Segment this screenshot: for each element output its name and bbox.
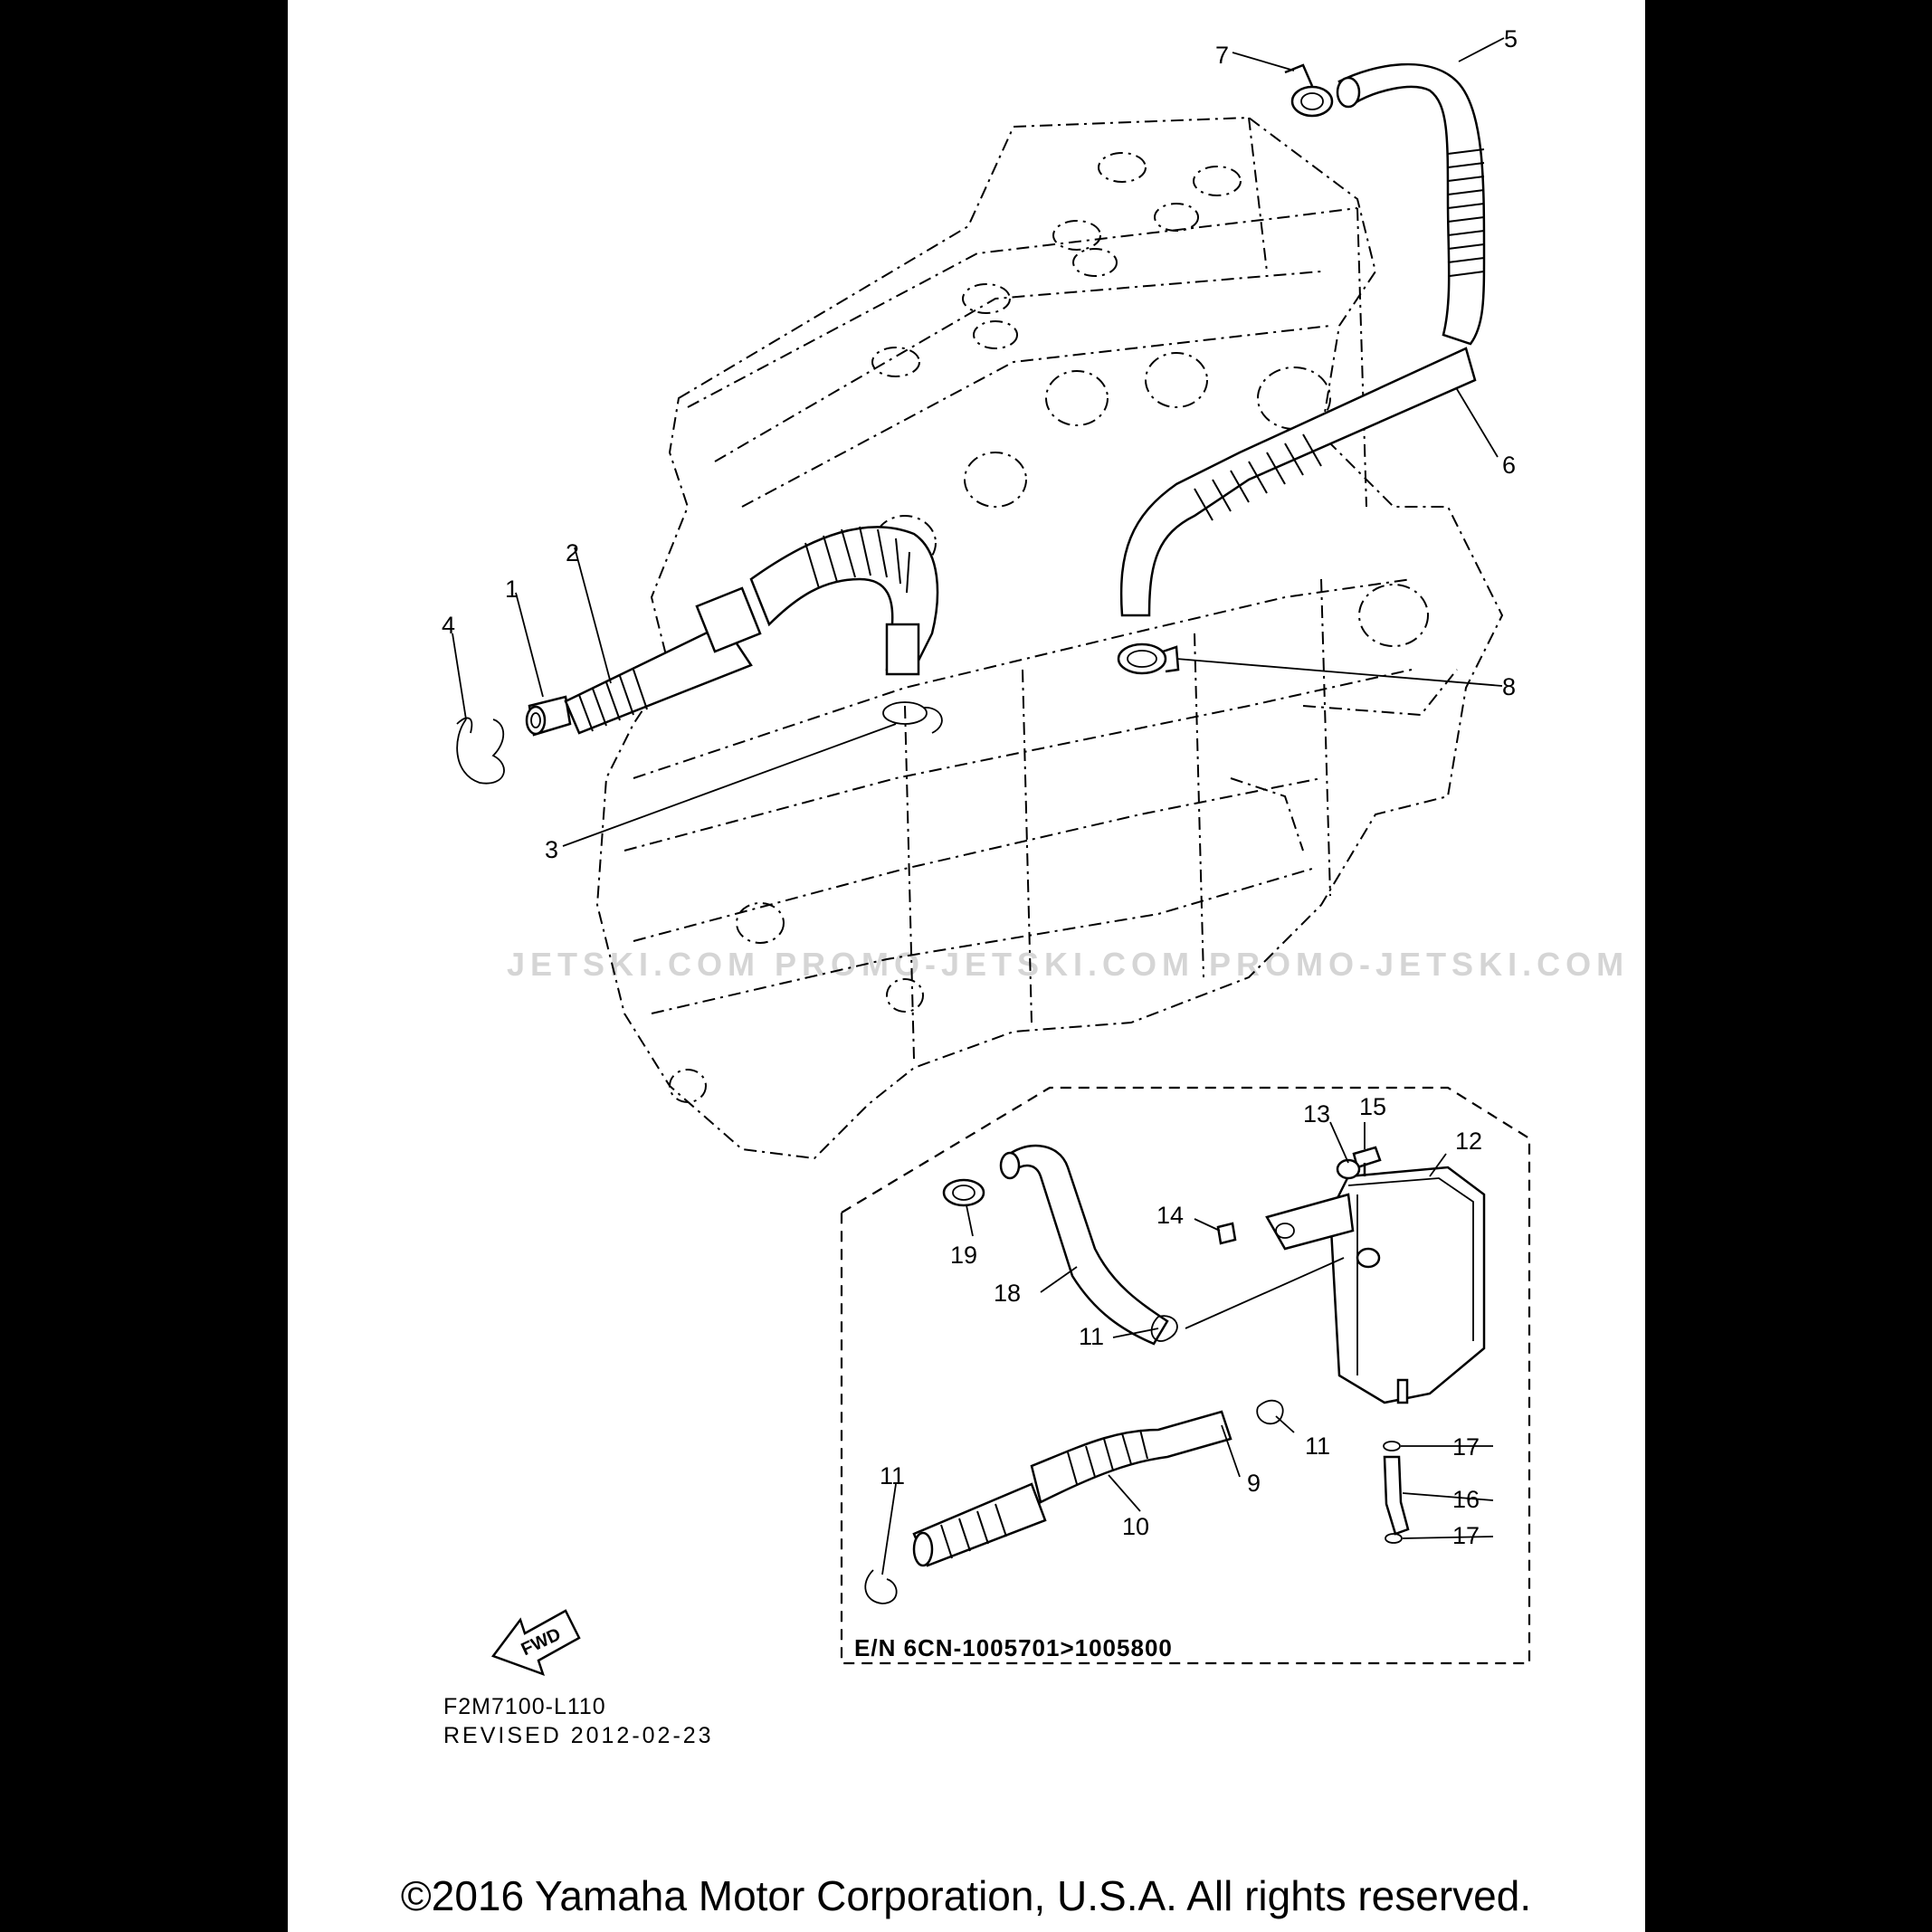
fitting bbox=[1356, 1247, 1409, 1404]
callout-10: 10 bbox=[1122, 1513, 1149, 1540]
callout-6: 6 bbox=[1502, 452, 1516, 479]
bracket bbox=[1265, 1193, 1355, 1251]
callout-8: 8 bbox=[1502, 673, 1516, 700]
callout-4: 4 bbox=[442, 612, 455, 639]
engine-block bbox=[595, 116, 1504, 1160]
grommet-13 bbox=[1336, 1158, 1361, 1180]
callout-5: 5 bbox=[1504, 25, 1518, 52]
fwd-arrow-icon bbox=[490, 1609, 581, 1677]
subassembly-label: E/N 6CN-1005701>1005800 bbox=[854, 1634, 1173, 1661]
hose-16 bbox=[1383, 1455, 1410, 1536]
hose-18 bbox=[999, 1144, 1169, 1346]
clip-4 bbox=[456, 717, 505, 785]
oil-tank-12 bbox=[1328, 1166, 1486, 1404]
copyright-text: ©2016 Yamaha Motor Corporation, U.S.A. A… bbox=[400, 1872, 1532, 1919]
hose-9 bbox=[1030, 1410, 1232, 1504]
callout-17-b: 17 bbox=[1452, 1522, 1480, 1549]
hose-1 bbox=[525, 695, 572, 737]
hose-6 bbox=[1119, 347, 1477, 617]
drawing-code: F2M7100-L110 bbox=[443, 1694, 606, 1719]
clamp-8 bbox=[1117, 642, 1180, 675]
callout-13: 13 bbox=[1303, 1100, 1330, 1128]
drawing-sheet bbox=[288, 0, 1645, 1932]
callout-11-a: 11 bbox=[1079, 1323, 1104, 1350]
callout-12: 12 bbox=[1455, 1128, 1482, 1155]
callout-7: 7 bbox=[1215, 42, 1229, 69]
watermark: JETSKI.COM PROMO-JETSKI.COM PROMO-JETSKI… bbox=[507, 946, 1630, 983]
leader-lines bbox=[452, 37, 1505, 1575]
callout-11-b: 11 bbox=[1305, 1432, 1330, 1460]
callout-15: 15 bbox=[1359, 1093, 1386, 1120]
hose-10 bbox=[912, 1482, 1047, 1567]
hose-bend bbox=[749, 526, 939, 676]
bolt-14 bbox=[1216, 1222, 1237, 1245]
callout-14: 14 bbox=[1156, 1202, 1184, 1229]
clip-17 bbox=[1383, 1441, 1403, 1544]
callout-16: 16 bbox=[1452, 1486, 1480, 1513]
revised-date: REVISED 2012-02-23 bbox=[443, 1723, 714, 1748]
callout-11-c: 11 bbox=[880, 1462, 905, 1489]
clip-3 bbox=[882, 701, 943, 734]
callout-numbers: 1 2 3 4 5 6 7 8 9 10 11 11 11 12 13 14 1… bbox=[442, 25, 1518, 1549]
subassembly-frame bbox=[840, 1086, 1531, 1665]
hose-2 bbox=[564, 586, 762, 735]
callout-9: 9 bbox=[1247, 1470, 1261, 1497]
callout-1: 1 bbox=[505, 576, 519, 603]
clamp-7 bbox=[1284, 63, 1334, 118]
clamp-19 bbox=[942, 1178, 985, 1207]
callout-19: 19 bbox=[950, 1242, 977, 1269]
callout-17-a: 17 bbox=[1452, 1433, 1480, 1461]
clip-11-b bbox=[1256, 1399, 1284, 1425]
callout-3: 3 bbox=[545, 836, 558, 863]
callout-2: 2 bbox=[566, 539, 579, 566]
hose-5 bbox=[1336, 62, 1486, 346]
callout-18: 18 bbox=[994, 1280, 1021, 1307]
clip-11-c bbox=[864, 1569, 898, 1604]
